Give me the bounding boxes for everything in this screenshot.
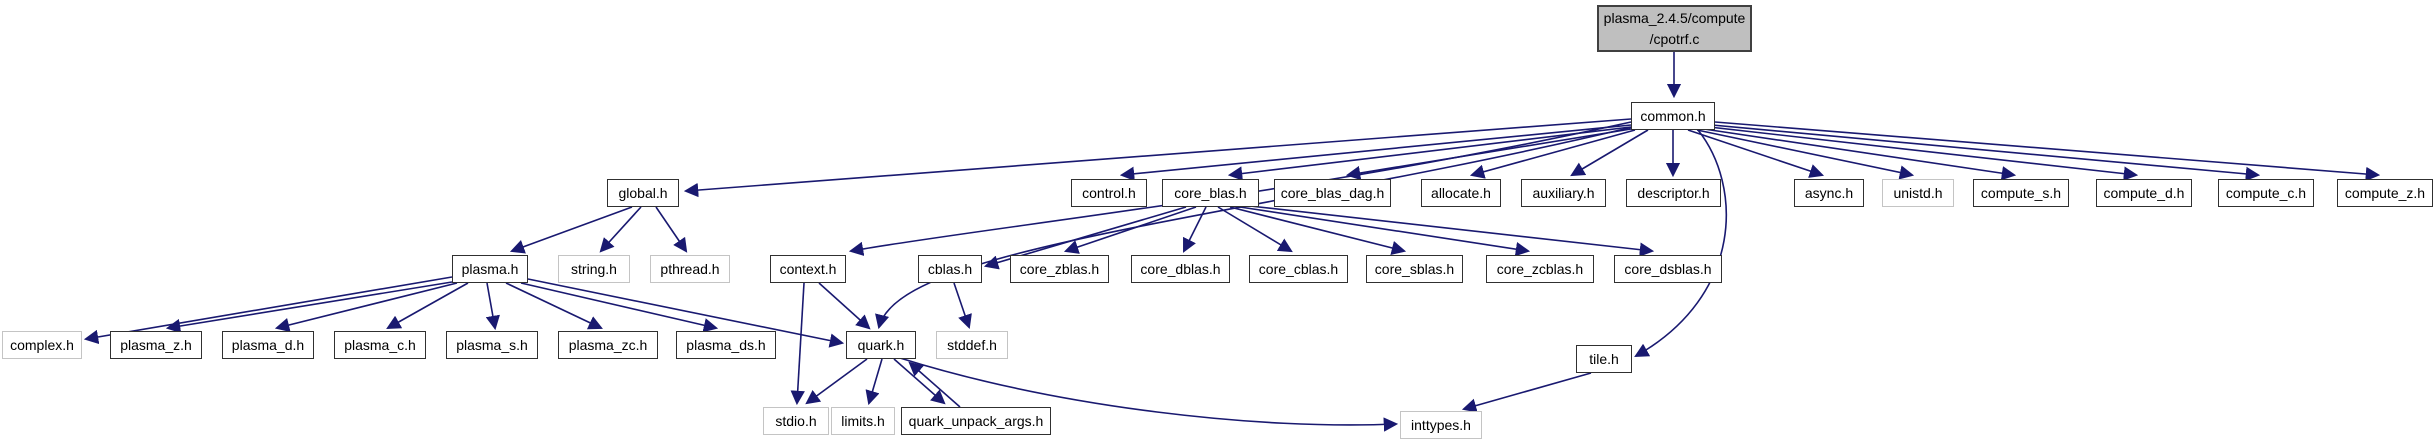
edge-core-blas-to-core-sblas: [1229, 206, 1407, 255]
node-stddef-h: stddef.h: [936, 331, 1008, 359]
edge-core-blas-to-core-zblas: [1063, 206, 1197, 254]
edge-quark-to-stdio: [805, 358, 868, 405]
node-core-dsblas-h[interactable]: core_dsblas.h: [1614, 255, 1722, 283]
node-cblas-h[interactable]: cblas.h: [918, 255, 982, 283]
edge-common-to-compute-c: [1711, 124, 2261, 182]
edge-core-blas-to-core-zcblas: [1239, 206, 1531, 257]
node-compute-d-h[interactable]: compute_d.h: [2096, 179, 2192, 207]
node-allocate-h[interactable]: allocate.h: [1421, 179, 1501, 207]
node-async-h[interactable]: async.h: [1794, 179, 1864, 207]
edge-common-to-auxiliary: [1570, 129, 1649, 177]
edge-common-to-global: [683, 118, 1632, 198]
edge-plasma-to-plasma-z: [165, 281, 453, 334]
edge-common-to-compute-d: [1708, 126, 2139, 181]
node-quark-h[interactable]: quark.h: [846, 331, 916, 359]
node-control-h[interactable]: control.h: [1071, 179, 1147, 207]
node-compute-z-h[interactable]: compute_z.h: [2337, 179, 2433, 207]
node-cpotrf-c: plasma_2.4.5/compute /cpotrf.c: [1597, 5, 1752, 52]
edge-common-to-allocate: [1469, 129, 1636, 179]
node-common-h[interactable]: common.h: [1631, 102, 1715, 130]
node-stdio-h: stdio.h: [763, 407, 829, 435]
node-pthread-h: pthread.h: [650, 255, 730, 283]
node-auxiliary-h[interactable]: auxiliary.h: [1521, 179, 1606, 207]
node-string-h: string.h: [558, 255, 630, 283]
node-plasma-ds-h[interactable]: plasma_ds.h: [676, 331, 776, 359]
node-core-zcblas-h[interactable]: core_zcblas.h: [1486, 255, 1594, 283]
node-plasma-z-h[interactable]: plasma_z.h: [110, 331, 202, 359]
edge-plasma-to-plasma-s: [485, 282, 500, 331]
node-core-dblas-h[interactable]: core_dblas.h: [1131, 255, 1230, 283]
node-context-h[interactable]: context.h: [770, 255, 846, 283]
edge-plasma-to-plasma-ds: [520, 282, 719, 333]
edge-common-to-compute-z: [1714, 121, 2381, 182]
node-global-h[interactable]: global.h: [607, 179, 679, 207]
node-inttypes-h: inttypes.h: [1400, 411, 1482, 439]
edge-plasma-to-complex: [83, 276, 453, 345]
node-plasma-c-h[interactable]: plasma_c.h: [334, 331, 426, 359]
edge-context-to-quark: [818, 282, 871, 330]
edge-quark-unpack-args-to-quark: [908, 361, 961, 408]
node-compute-c-h[interactable]: compute_c.h: [2218, 179, 2314, 207]
node-complex-h: complex.h: [2, 331, 82, 359]
edge-common-to-core-blas-dag: [1345, 128, 1632, 181]
node-core-sblas-h[interactable]: core_sblas.h: [1366, 255, 1463, 283]
node-compute-s-h[interactable]: compute_s.h: [1973, 179, 2069, 207]
node-core-blas-dag-h[interactable]: core_blas_dag.h: [1274, 179, 1391, 207]
edge-cblas-to-stddef: [953, 282, 972, 330]
node-quark-unpack-args-h[interactable]: quark_unpack_args.h: [901, 407, 1051, 435]
edge-quark-to-limits: [865, 358, 883, 406]
node-core-zblas-h[interactable]: core_zblas.h: [1010, 255, 1109, 283]
node-plasma-h[interactable]: plasma.h: [452, 255, 528, 283]
node-plasma-d-h[interactable]: plasma_d.h: [222, 331, 314, 359]
node-unistd-h: unistd.h: [1882, 179, 1954, 207]
edge-plasma-to-plasma-d: [274, 282, 458, 333]
edge-common-to-async: [1687, 129, 1825, 178]
edge-common-to-control: [1119, 124, 1632, 181]
edge-core-blas-to-core-cblas: [1217, 206, 1293, 253]
edge-quark-to-quark-unpack-args: [893, 358, 946, 405]
node-plasma-zc-h[interactable]: plasma_zc.h: [558, 331, 658, 359]
edge-common-to-unistd: [1696, 129, 1915, 180]
edge-core-blas-to-core-dsblas: [1249, 205, 1655, 257]
node-limits-h: limits.h: [831, 407, 895, 435]
edge-common-to-quark: [875, 126, 1634, 330]
edge-plasma-to-quark: [527, 278, 845, 348]
edge-common-to-tile: [1634, 129, 1728, 358]
edge-quark-to-inttypes: [899, 357, 1399, 432]
node-core-cblas-h[interactable]: core_cblas.h: [1249, 255, 1348, 283]
edge-plasma-to-plasma-zc: [505, 282, 603, 330]
edge-global-to-plasma: [509, 206, 633, 254]
edge-common-to-core-blas: [1227, 126, 1632, 181]
edge-common-to-compute-s: [1703, 128, 2017, 181]
edge-core-blas-to-core-dblas: [1183, 206, 1207, 253]
edge-context-to-stdio: [790, 282, 805, 406]
node-descriptor-h[interactable]: descriptor.h: [1626, 179, 1721, 207]
node-tile-h[interactable]: tile.h: [1576, 345, 1632, 373]
node-core-blas-h[interactable]: core_blas.h: [1162, 179, 1259, 207]
edge-global-to-pthread: [655, 206, 688, 253]
node-plasma-s-h[interactable]: plasma_s.h: [446, 331, 538, 359]
edge-tile-to-inttypes: [1461, 372, 1592, 413]
edge-global-to-string: [599, 206, 642, 253]
edge-plasma-to-plasma-c: [386, 282, 469, 330]
